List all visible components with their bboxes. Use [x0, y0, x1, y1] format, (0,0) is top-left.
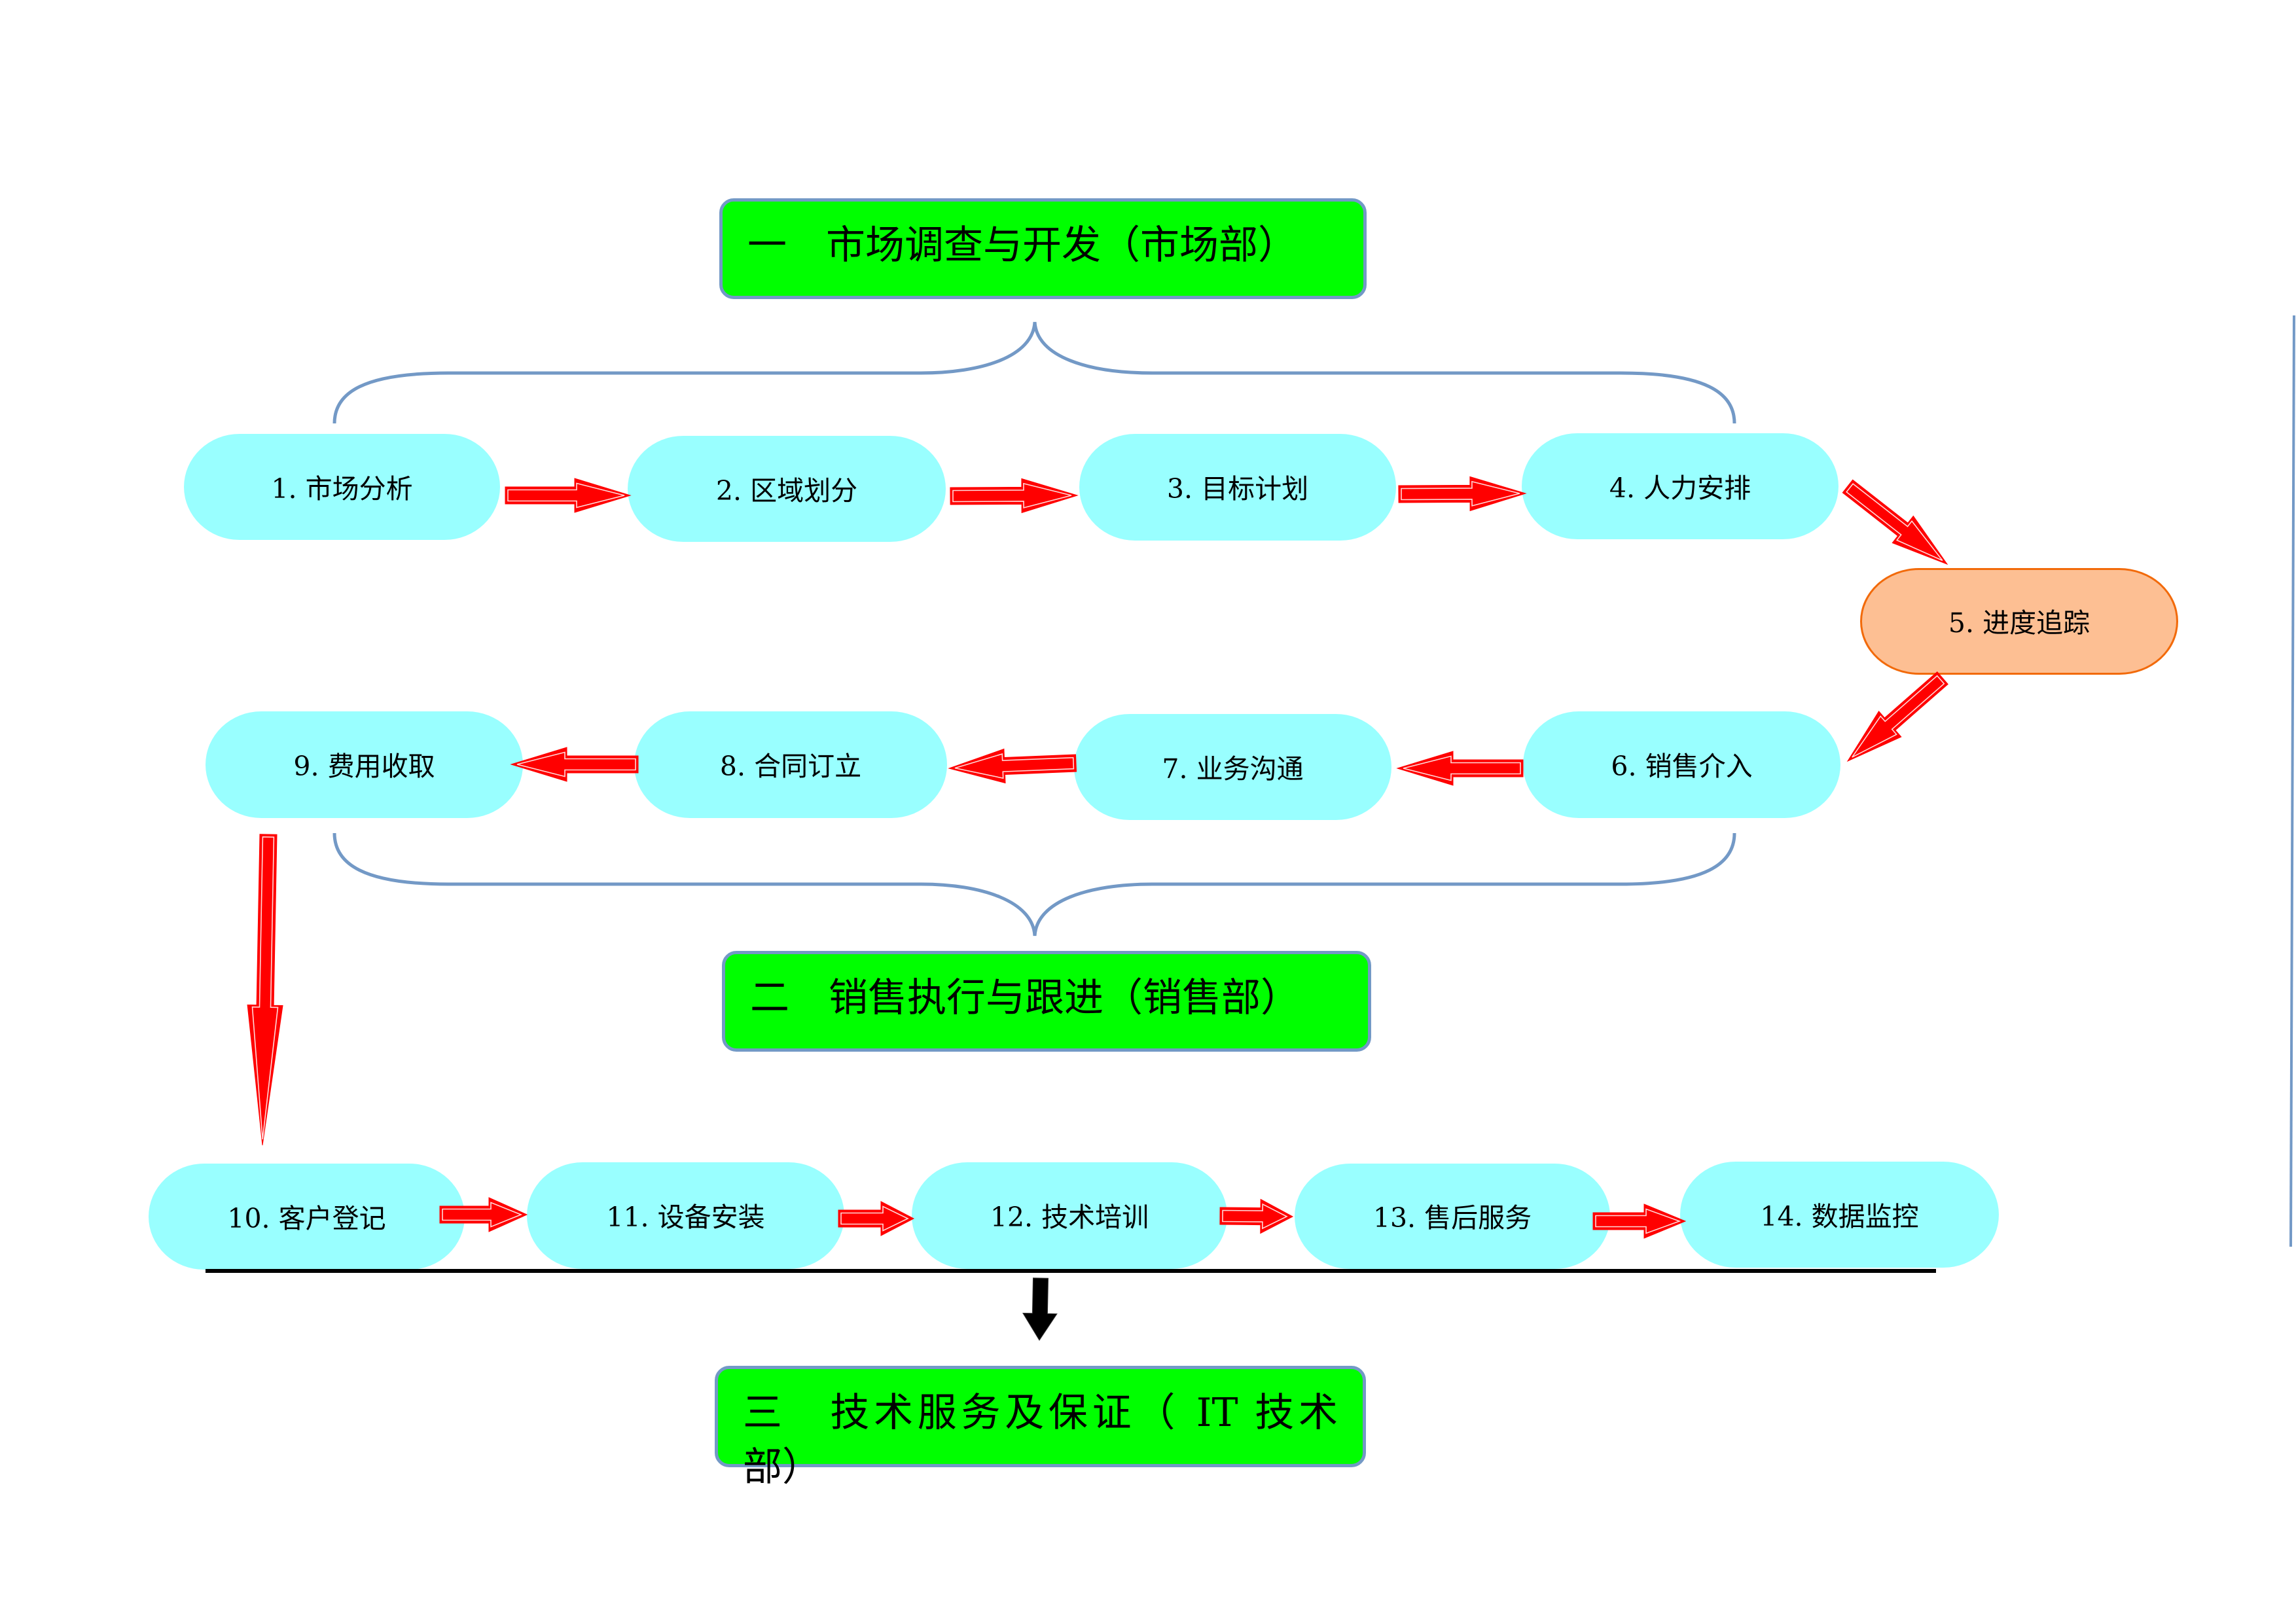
arrow-step8-to-step9	[510, 747, 639, 782]
arrow-highlight	[1401, 480, 1520, 507]
step-label: 3. 目标计划	[1166, 473, 1309, 505]
arrow-highlight	[1852, 675, 1945, 758]
step-label: 4. 人力安排	[1609, 472, 1751, 504]
arrow-down-to-tech-section	[1022, 1277, 1058, 1341]
market-group-bracket	[332, 321, 1736, 424]
arrow-highlight	[1222, 1203, 1288, 1230]
step-customer-registration: 10. 客户登记	[149, 1164, 465, 1270]
step-equipment-installation: 11. 设备安装	[527, 1162, 844, 1269]
section-title-tech: 三 技术服务及保证（ IT 技术部）	[743, 1390, 1338, 1490]
tech-group-divider	[206, 1269, 1936, 1273]
arrow-highlight	[1846, 483, 1943, 562]
arrow-step2-to-step3	[950, 478, 1079, 514]
arrow-step7-to-step8	[948, 748, 1077, 784]
step-label: 14. 数据监控	[1760, 1200, 1919, 1232]
step-contract-signing: 8. 合同订立	[634, 711, 947, 818]
step-after-sales-service: 13. 售后服务	[1295, 1164, 1610, 1269]
step-label: 11. 设备安装	[606, 1202, 765, 1233]
arrow-step12-to-step13	[1219, 1198, 1294, 1234]
step-market-analysis: 1. 市场分析	[184, 434, 500, 540]
step-business-communication: 7. 业务沟通	[1074, 714, 1391, 820]
arrow-highlight	[516, 751, 636, 777]
section-header-sales: 二 销售执行与跟进（销售部）	[722, 951, 1371, 1052]
step-staffing: 4. 人力安排	[1522, 433, 1839, 539]
arrow-highlight	[954, 753, 1075, 779]
step-label: 6. 销售介入	[1611, 751, 1753, 782]
section-title-market: 一 市场调查与开发（市场部）	[747, 223, 1297, 268]
page-margin-rule	[2289, 315, 2295, 1247]
arrow-highlight	[507, 482, 625, 508]
arrow-step5-to-step6	[1846, 671, 1948, 762]
step-label: 2. 区域划分	[715, 474, 858, 507]
arrow-step6-to-step7	[1396, 751, 1524, 786]
step-sales-intervention: 6. 销售介入	[1523, 711, 1840, 818]
section-title-sales: 二 销售执行与跟进（销售部）	[750, 975, 1300, 1021]
arrow-step3-to-step4	[1398, 476, 1527, 512]
step-label: 1. 市场分析	[271, 473, 413, 505]
step-progress-tracking: 5. 进度追踪	[1860, 568, 2178, 675]
step-label: 9. 费用收取	[293, 751, 435, 782]
arrow-step1-to-step2	[505, 478, 632, 513]
arrow-step4-to-step5	[1842, 479, 1948, 565]
step-label: 10. 客户登记	[227, 1202, 386, 1234]
step-label: 12. 技术培训	[990, 1202, 1149, 1233]
sales-group-bracket	[332, 832, 1736, 936]
arrow-highlight	[952, 482, 1072, 508]
section-header-market: 一 市场调查与开发（市场部）	[719, 198, 1367, 299]
arrow-step9-to-step10	[247, 834, 283, 1146]
step-data-monitoring: 14. 数据监控	[1680, 1162, 1999, 1268]
step-technical-training: 12. 技术培训	[912, 1162, 1227, 1269]
step-label: 8. 合同订立	[719, 751, 862, 782]
step-target-plan: 3. 目标计划	[1079, 434, 1396, 541]
step-region-division: 2. 区域划分	[628, 436, 946, 542]
arrow-highlight	[840, 1205, 909, 1232]
section-header-tech: 三 技术服务及保证（ IT 技术部）	[715, 1366, 1366, 1490]
arrow-highlight	[251, 836, 279, 1140]
step-fee-collection: 9. 费用收取	[206, 711, 523, 818]
arrow-step11-to-step12	[838, 1201, 915, 1236]
step-label: 5. 进度追踪	[1948, 607, 2090, 639]
arrow-highlight	[1403, 755, 1521, 781]
step-label: 13. 售后服务	[1372, 1202, 1532, 1234]
step-label: 7. 业务沟通	[1162, 753, 1304, 785]
